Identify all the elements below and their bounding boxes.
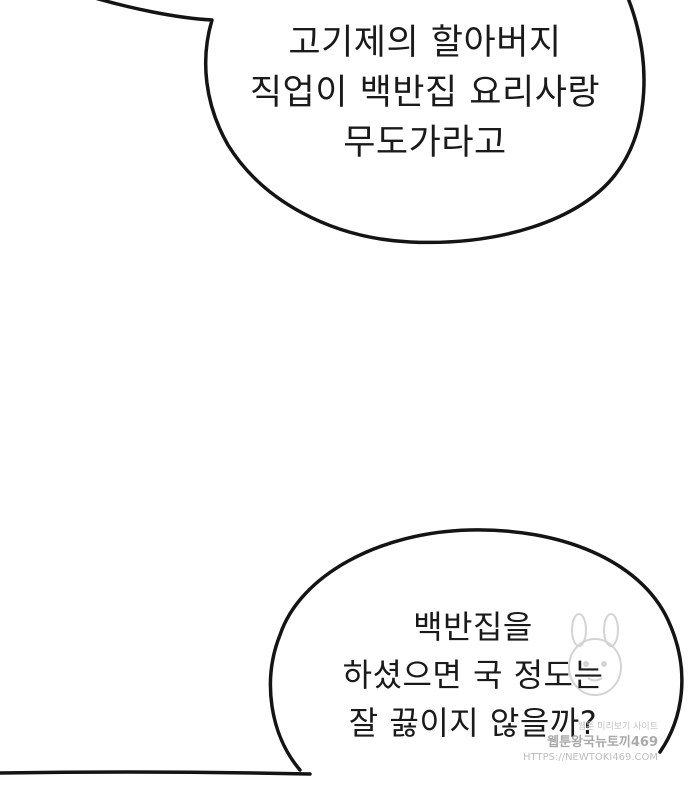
watermark-tagline: 웹툰 미리보기 사이트 [577,722,658,732]
top-bubble-line-1: 고기제의 할아버지 [288,23,562,63]
watermark-title: 웹툰왕국뉴토끼469 [547,735,658,750]
bottom-bubble-line-1: 백반집을 [413,608,533,646]
bottom-speech-bubble [268,528,684,772]
bottom-bubble-line-3: 잘 끓이지 않을까? [348,704,598,742]
bottom-bubble-line-2: 하셨으면 국 정도는 [342,656,604,694]
bottom-bubble-text: 백반집을 하셨으면 국 정도는 잘 끓이지 않을까? [288,603,658,747]
watermark-url: HTTPS://NEWTOKI469.COM [523,752,658,763]
panel-border-line [0,770,312,776]
watermark-mascot-icon [568,613,622,696]
top-bubble-line-2: 직업이 백반집 요리사랑 [249,73,601,113]
watermark: 웹툰 미리보기 사이트 웹툰왕국뉴토끼469 HTTPS://NEWTOKI46… [508,720,658,765]
top-speech-bubble [95,0,646,245]
top-bubble-line-3: 무도가라고 [343,123,507,163]
top-bubble-text: 고기제의 할아버지 직업이 백반집 요리사랑 무도가라고 [215,18,635,168]
